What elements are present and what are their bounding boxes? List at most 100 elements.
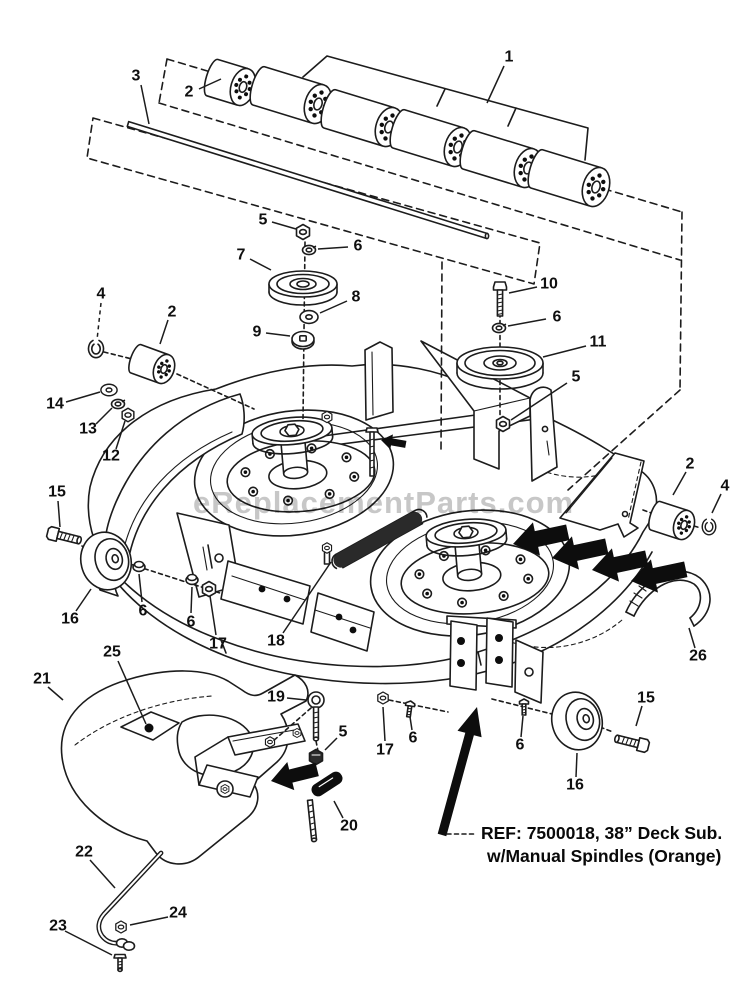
bolt-15 bbox=[45, 525, 84, 548]
right-wheel-assembly bbox=[491, 686, 651, 756]
nut-5-dark bbox=[308, 748, 324, 766]
roll-pin-20 bbox=[311, 771, 343, 797]
callout-leader-15 bbox=[57, 500, 61, 528]
front-channel-right bbox=[310, 592, 375, 652]
callout-leader-14 bbox=[65, 391, 101, 403]
callout-16: 16 bbox=[566, 777, 584, 794]
callout-leader-5 bbox=[510, 382, 568, 421]
chute-assembly bbox=[60, 670, 343, 973]
ref-hanger-bracket bbox=[446, 615, 544, 704]
callout-leader-24 bbox=[129, 916, 169, 926]
callout-leader-26 bbox=[688, 627, 696, 649]
callout-leader-6 bbox=[520, 715, 524, 738]
nut-6 bbox=[132, 560, 146, 573]
roller-2-right bbox=[645, 499, 699, 544]
nut-17 bbox=[201, 580, 217, 598]
callout-17: 17 bbox=[376, 742, 394, 759]
callout-18: 18 bbox=[267, 633, 285, 650]
callout-leader-25 bbox=[117, 660, 147, 725]
callout-17: 17 bbox=[209, 636, 227, 653]
center-bracket bbox=[364, 341, 394, 421]
bolt-6 bbox=[403, 699, 416, 719]
callout-leader-1 bbox=[486, 65, 505, 104]
callout-leader-7 bbox=[249, 258, 272, 271]
callout-leader-16 bbox=[75, 588, 92, 612]
callout-leader-5 bbox=[271, 221, 297, 230]
callout-5: 5 bbox=[572, 369, 581, 386]
callout-4: 4 bbox=[97, 286, 106, 303]
ref-arrow-icon bbox=[437, 707, 482, 837]
callout-9: 9 bbox=[253, 324, 262, 341]
callout-5: 5 bbox=[339, 724, 348, 741]
callout-5: 5 bbox=[259, 212, 268, 229]
callout-6: 6 bbox=[553, 309, 562, 326]
callout-23: 23 bbox=[49, 918, 67, 935]
callout-leader-17 bbox=[382, 706, 386, 742]
spacer-9 bbox=[291, 330, 315, 350]
callout-20: 20 bbox=[340, 818, 358, 835]
callout-leader-20 bbox=[333, 800, 344, 819]
callout-11: 11 bbox=[590, 334, 607, 351]
callout-leader-6 bbox=[138, 573, 143, 603]
callout-leader-8 bbox=[319, 300, 348, 314]
callout-leader-6 bbox=[190, 586, 193, 614]
roller-2-left bbox=[125, 342, 180, 388]
callout-leader-16 bbox=[575, 752, 578, 778]
pulley-7 bbox=[268, 270, 338, 306]
left-wheel-assembly bbox=[45, 525, 221, 598]
callout-leader-22 bbox=[89, 859, 116, 889]
callout-2: 2 bbox=[686, 456, 695, 473]
clip-4 bbox=[87, 339, 105, 359]
callout-leader-17 bbox=[209, 595, 217, 636]
callout-leader-2 bbox=[198, 78, 222, 90]
right-roller-hardware bbox=[625, 499, 717, 627]
washer-6 bbox=[301, 244, 317, 256]
callout-leader-21 bbox=[47, 686, 64, 701]
callout-6: 6 bbox=[516, 737, 525, 754]
nut-5 bbox=[295, 223, 311, 241]
deflector-chute-21 bbox=[60, 670, 309, 865]
eyebolt-19 bbox=[307, 691, 325, 742]
clip-4 bbox=[701, 518, 717, 536]
callout-6: 6 bbox=[139, 603, 148, 620]
ref-callout: REF: 7500018, 38” Deck Sub. w/Manual Spi… bbox=[437, 707, 722, 866]
callout-19: 19 bbox=[267, 689, 285, 706]
callout-1: 1 bbox=[505, 49, 514, 66]
callout-15: 15 bbox=[637, 690, 655, 707]
callout-13: 13 bbox=[79, 421, 97, 438]
washer-8 bbox=[299, 309, 319, 325]
callout-7: 7 bbox=[237, 247, 246, 264]
callout-6: 6 bbox=[354, 238, 363, 255]
callout-leader-13 bbox=[95, 407, 113, 425]
roller-group-bracket bbox=[302, 55, 589, 161]
callout-leader-6 bbox=[507, 318, 547, 327]
callout-leader-23 bbox=[64, 930, 113, 956]
callout-26: 26 bbox=[689, 648, 707, 665]
callout-leader-9 bbox=[265, 332, 291, 337]
callout-leader-4 bbox=[711, 493, 722, 514]
bolt-23 bbox=[113, 953, 127, 973]
threaded-pin bbox=[306, 799, 318, 843]
callout-15: 15 bbox=[48, 484, 66, 501]
callout-2: 2 bbox=[185, 84, 194, 101]
left-roller-hardware bbox=[87, 339, 255, 423]
callout-leader-12 bbox=[115, 420, 126, 450]
callout-6: 6 bbox=[409, 730, 418, 747]
bolt-10 bbox=[492, 281, 508, 317]
callout-8: 8 bbox=[352, 289, 361, 306]
washer-13 bbox=[110, 398, 126, 410]
nut-17 bbox=[377, 691, 389, 705]
callout-leader-10 bbox=[508, 286, 538, 294]
callout-3: 3 bbox=[132, 68, 141, 85]
callout-22: 22 bbox=[75, 844, 93, 861]
bolt-15 bbox=[612, 731, 651, 754]
center-stud bbox=[365, 427, 379, 477]
callout-10: 10 bbox=[540, 276, 558, 293]
callout-6: 6 bbox=[187, 614, 196, 631]
roller-set bbox=[126, 55, 616, 240]
callout-leader-3 bbox=[140, 84, 150, 125]
callout-leader-5 bbox=[324, 737, 338, 751]
